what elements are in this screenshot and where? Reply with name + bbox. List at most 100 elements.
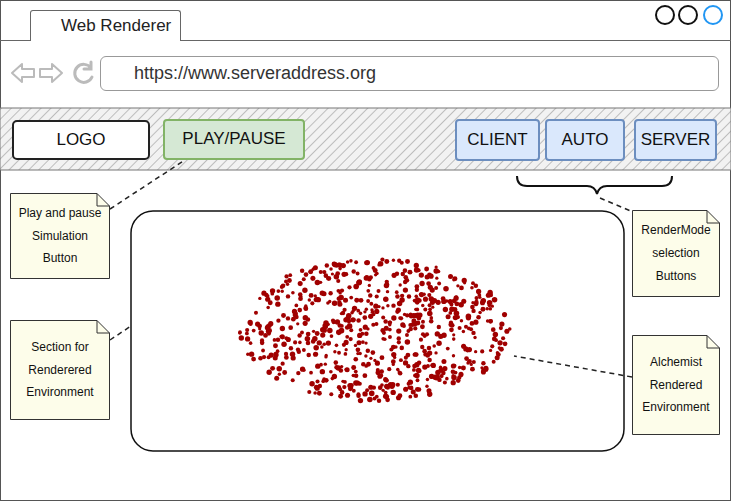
- particle-dot: [410, 323, 414, 327]
- particle-dot: [499, 326, 503, 330]
- particle-dot: [349, 383, 354, 388]
- particle-dot: [489, 319, 493, 323]
- particle-dot: [358, 398, 363, 403]
- logo-box: LOGO: [12, 120, 150, 160]
- particle-dot: [430, 300, 435, 305]
- particle-dot: [395, 310, 399, 314]
- particle-dot: [281, 362, 285, 366]
- particle-dot: [436, 341, 441, 346]
- particle-dot: [419, 292, 422, 295]
- particle-dot: [362, 315, 367, 320]
- particle-dot: [296, 322, 299, 325]
- particle-dot: [426, 364, 430, 368]
- particle-dot: [402, 324, 406, 328]
- particle-dot: [386, 304, 389, 307]
- particle-dot: [413, 353, 417, 357]
- particle-dot: [326, 276, 331, 281]
- particle-dot: [354, 260, 358, 264]
- particle-dot: [383, 319, 387, 323]
- particle-dot: [264, 293, 268, 297]
- particle-dot: [320, 345, 323, 348]
- particle-dot: [421, 332, 425, 336]
- particle-dot: [340, 390, 345, 395]
- particle-dot: [414, 321, 418, 325]
- window-control: [679, 6, 697, 24]
- particle-dot: [310, 301, 314, 305]
- particle-dot: [281, 290, 284, 293]
- particle-dot: [322, 377, 326, 381]
- particle-dot: [239, 335, 244, 340]
- particle-dot: [480, 366, 483, 369]
- particle-dot: [375, 272, 378, 275]
- particle-dot: [491, 327, 496, 332]
- particle-dot: [432, 298, 437, 303]
- particle-dot: [315, 331, 320, 336]
- particle-dot: [331, 318, 335, 322]
- particle-dot: [344, 352, 348, 356]
- particle-dot: [326, 340, 331, 345]
- label-text: CLIENT: [467, 130, 527, 150]
- particle-dot: [354, 373, 359, 378]
- particle-dot: [337, 302, 342, 307]
- particle-dot: [404, 278, 409, 283]
- browser-tab: Web Renderer: [30, 10, 181, 41]
- particle-dot: [281, 283, 286, 288]
- render-section: [131, 211, 624, 451]
- forward-icon: [40, 64, 62, 82]
- particle-dot: [376, 368, 380, 372]
- particle-dot: [304, 306, 309, 311]
- particle-dot: [284, 279, 288, 283]
- particle-dot: [364, 364, 368, 368]
- particle-dot: [352, 318, 355, 321]
- particle-dot: [352, 389, 356, 393]
- particle-dot: [403, 360, 408, 365]
- particle-dot: [338, 267, 342, 271]
- particle-dot: [471, 281, 475, 285]
- particle-dot: [380, 258, 384, 262]
- particle-dot: [414, 308, 417, 311]
- particle-dot: [291, 355, 296, 360]
- particle-dot: [481, 298, 486, 303]
- particle-dot: [429, 374, 434, 379]
- particle-dot: [326, 277, 329, 280]
- particle-dot: [397, 393, 402, 398]
- particle-dot: [384, 283, 389, 288]
- particle-dot: [319, 270, 323, 274]
- particle-dot: [333, 350, 336, 353]
- particle-dot: [414, 362, 419, 367]
- particle-dot: [332, 262, 337, 267]
- particle-dot: [407, 386, 411, 390]
- particle-dot: [332, 301, 338, 307]
- particle-dot: [399, 358, 403, 362]
- particle-dot: [399, 316, 403, 320]
- particle-dot: [312, 330, 315, 333]
- particle-dot: [414, 373, 419, 378]
- particle-dot: [451, 375, 456, 380]
- particle-dot: [387, 320, 391, 324]
- particle-dot: [341, 272, 346, 277]
- particle-dot: [368, 284, 371, 287]
- particle-dot: [248, 320, 253, 325]
- particle-dot: [409, 314, 414, 319]
- particle-dot: [406, 353, 411, 358]
- particle-dot: [422, 349, 427, 354]
- particle-dot: [450, 323, 455, 328]
- particle-dot: [470, 367, 475, 372]
- particle-dot: [270, 292, 274, 296]
- particle-dot: [331, 272, 334, 275]
- particle-dot: [384, 391, 388, 395]
- particle-dot: [426, 388, 431, 393]
- particle-dot: [384, 378, 389, 383]
- particle-dot: [380, 355, 385, 360]
- particle-dot: [461, 366, 465, 370]
- particle-dot: [349, 259, 353, 263]
- particle-dot: [286, 316, 290, 320]
- particle-dot: [414, 267, 419, 272]
- particle-dot: [302, 288, 307, 293]
- particle-dot: [437, 281, 441, 285]
- particle-dot: [427, 392, 432, 397]
- particle-dot: [371, 310, 375, 314]
- particle-dot: [413, 299, 417, 303]
- particle-dot: [314, 294, 317, 297]
